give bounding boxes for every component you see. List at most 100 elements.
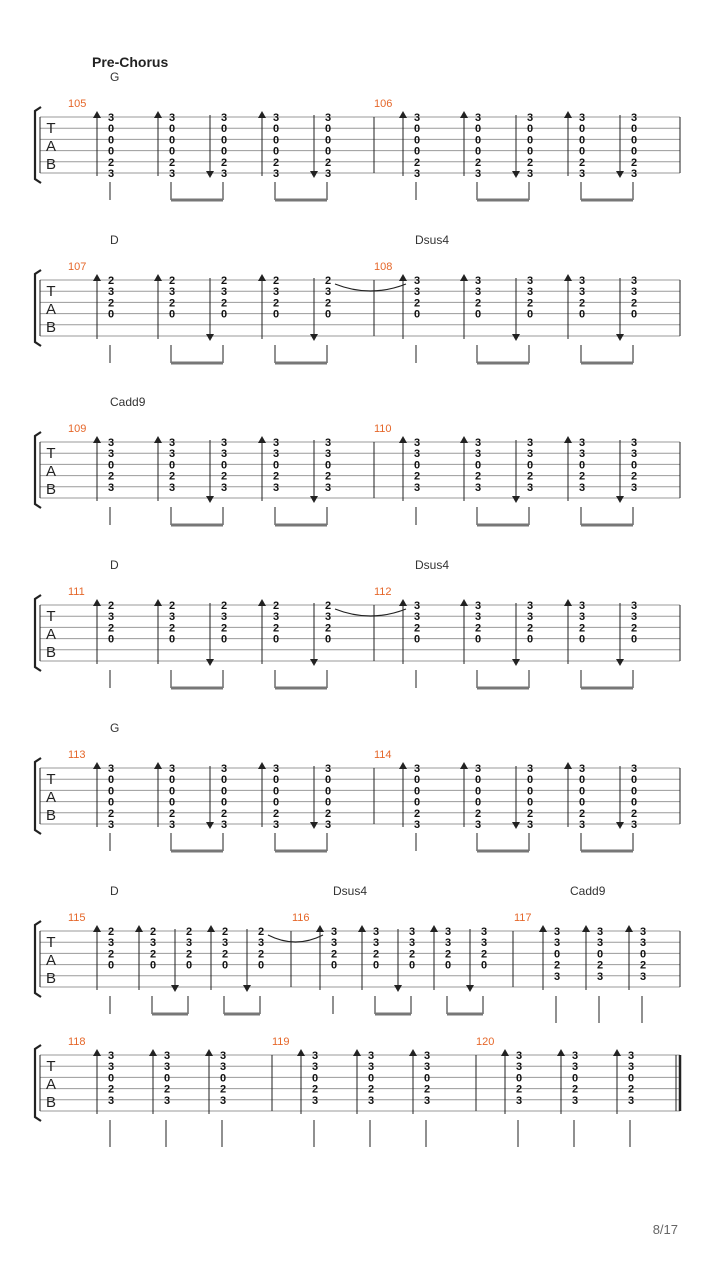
measure-number: 114 — [374, 749, 392, 761]
fret-number: 2 — [169, 808, 175, 820]
fret-number: 3 — [273, 437, 279, 449]
fret-number: 3 — [108, 611, 114, 623]
strum-down-arrowhead — [310, 822, 318, 829]
fret-number: 0 — [169, 797, 175, 809]
fret-number: 3 — [527, 819, 533, 831]
fret-number: 0 — [414, 146, 420, 158]
fret-number: 0 — [640, 948, 646, 960]
fret-number: 2 — [222, 926, 228, 938]
fret-number: 3 — [475, 611, 481, 623]
fret-number: 3 — [628, 1095, 634, 1107]
strum-up-arrowhead — [399, 436, 407, 443]
strum-up-arrowhead — [460, 436, 468, 443]
fret-number: 2 — [273, 297, 279, 309]
strum-up-arrowhead — [582, 925, 590, 932]
fret-number: 2 — [579, 471, 585, 483]
strum-up-arrowhead — [460, 762, 468, 769]
tab-letter: T — [46, 771, 55, 788]
tab-letter: B — [46, 807, 56, 824]
fret-number: 0 — [579, 123, 585, 135]
fret-number: 3 — [527, 112, 533, 124]
fret-number: 0 — [631, 785, 637, 797]
fret-number: 3 — [221, 168, 227, 180]
fret-number: 3 — [527, 448, 533, 460]
tab-letter: B — [46, 319, 56, 336]
fret-number: 2 — [475, 157, 481, 169]
strum-up-arrowhead — [93, 436, 101, 443]
strum-up-arrowhead — [205, 1049, 213, 1056]
fret-number: 3 — [409, 926, 415, 938]
fret-number: 0 — [414, 123, 420, 135]
fret-number: 3 — [631, 819, 637, 831]
strum-up-arrowhead — [93, 762, 101, 769]
fret-number: 3 — [414, 611, 420, 623]
strum-up-arrowhead — [258, 436, 266, 443]
chord-name: Dsus4 — [415, 558, 449, 572]
strum-down-arrowhead — [512, 659, 520, 666]
fret-number: 3 — [273, 482, 279, 494]
fret-number: 3 — [527, 611, 533, 623]
fret-number: 2 — [527, 471, 533, 483]
fret-number: 3 — [554, 926, 560, 938]
tie-arc — [334, 608, 407, 617]
fret-number: 2 — [186, 926, 192, 938]
fret-number: 0 — [527, 146, 533, 158]
fret-number: 2 — [108, 622, 114, 634]
fret-number: 0 — [222, 960, 228, 972]
fret-number: 0 — [631, 459, 637, 471]
fret-number: 0 — [527, 797, 533, 809]
tab-letter: B — [46, 1094, 56, 1111]
fret-number: 0 — [221, 123, 227, 135]
fret-number: 0 — [631, 774, 637, 786]
fret-number: 2 — [273, 600, 279, 612]
strum-up-arrowhead — [297, 1049, 305, 1056]
chord-name: G — [110, 70, 119, 84]
fret-number: 3 — [221, 611, 227, 623]
fret-number: 0 — [579, 797, 585, 809]
system-bracket — [33, 431, 42, 509]
fret-number: 3 — [273, 168, 279, 180]
fret-number: 2 — [150, 926, 156, 938]
fret-number: 3 — [572, 1061, 578, 1073]
section-title: Pre-Chorus — [92, 54, 169, 70]
fret-number: 3 — [273, 763, 279, 775]
fret-number: 2 — [169, 275, 175, 287]
system-bracket — [33, 757, 42, 835]
fret-number: 2 — [325, 622, 331, 634]
fret-number: 2 — [579, 297, 585, 309]
fret-number: 0 — [108, 785, 114, 797]
fret-number: 2 — [325, 808, 331, 820]
fret-number: 3 — [373, 937, 379, 949]
fret-number: 2 — [169, 157, 175, 169]
fret-number: 0 — [475, 774, 481, 786]
fret-number: 0 — [273, 146, 279, 158]
tab-letter: A — [46, 789, 56, 806]
fret-number: 2 — [475, 808, 481, 820]
fret-number: 2 — [631, 297, 637, 309]
measure-number: 117 — [514, 912, 532, 924]
strum-up-arrowhead — [258, 274, 266, 281]
fret-number: 3 — [414, 448, 420, 460]
fret-number: 0 — [108, 634, 114, 646]
fret-number: 2 — [475, 297, 481, 309]
strum-up-arrowhead — [353, 1049, 361, 1056]
fret-number: 0 — [325, 309, 331, 321]
fret-number: 3 — [169, 611, 175, 623]
fret-number: 2 — [631, 622, 637, 634]
fret-number: 3 — [475, 112, 481, 124]
fret-number: 2 — [164, 1084, 170, 1096]
fret-number: 2 — [631, 808, 637, 820]
fret-number: 3 — [169, 482, 175, 494]
fret-number: 3 — [628, 1061, 634, 1073]
fret-number: 2 — [373, 948, 379, 960]
strum-up-arrowhead — [154, 762, 162, 769]
fret-number: 2 — [554, 960, 560, 972]
fret-number: 3 — [108, 937, 114, 949]
fret-number: 3 — [331, 926, 337, 938]
fret-number: 3 — [631, 448, 637, 460]
system-bracket — [33, 269, 42, 347]
fret-number: 3 — [481, 937, 487, 949]
fret-number: 3 — [368, 1095, 374, 1107]
